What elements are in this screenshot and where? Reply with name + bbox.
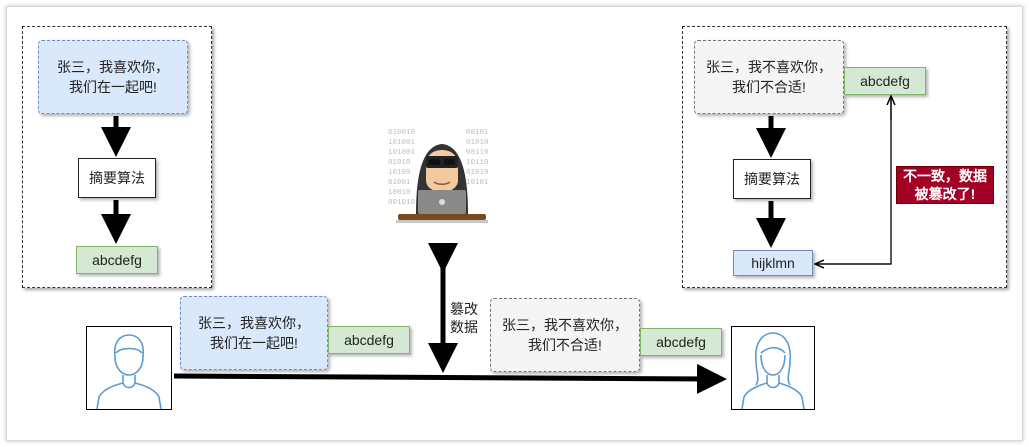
receiver-person-icon bbox=[731, 326, 815, 410]
sender-person-icon bbox=[86, 326, 172, 410]
binary-left-8: 001010 bbox=[388, 199, 416, 207]
binary-right-1: 00101 bbox=[466, 129, 489, 137]
compare-connector bbox=[815, 98, 892, 265]
binary-right-4: 10110 bbox=[466, 159, 489, 167]
hacker-icon: 010010 101001 101001 01010 10100 01001 1… bbox=[386, 122, 498, 226]
binary-right-5: 01010 bbox=[466, 169, 489, 177]
binary-left-5: 10100 bbox=[388, 169, 411, 177]
sender-digest-value: abcdefg bbox=[76, 246, 158, 274]
binary-left-1: 010010 bbox=[388, 129, 416, 137]
binary-left-2: 101001 bbox=[388, 139, 416, 147]
transfer-arrow bbox=[173, 363, 727, 394]
binary-left-4: 01010 bbox=[388, 159, 411, 167]
receiver-computed-digest: hijklmn bbox=[733, 250, 813, 276]
binary-right-6: 10101 bbox=[466, 179, 489, 187]
tampered-message: 张三，我不喜欢你， 我们不合适! bbox=[490, 298, 640, 372]
sent-digest: abcdefg bbox=[328, 326, 410, 354]
binary-left-3: 101001 bbox=[388, 149, 416, 157]
tamper-alert-label: 不一致，数据 被篡改了! bbox=[896, 166, 994, 204]
binary-right-2: 01010 bbox=[466, 139, 489, 147]
hacker-binary-background: 010010 101001 101001 01010 10100 01001 1… bbox=[388, 129, 489, 207]
receiver-received-digest: abcdefg bbox=[844, 67, 926, 95]
receiver-digest-algorithm: 摘要算法 bbox=[733, 159, 811, 199]
tampered-digest: abcdefg bbox=[640, 328, 722, 356]
binary-left-7: 10010 bbox=[388, 189, 411, 197]
binary-left-6: 01001 bbox=[388, 179, 411, 187]
receiver-received-message: 张三，我不喜欢你， 我们不合适! bbox=[694, 40, 844, 114]
sender-digest-algorithm: 摘要算法 bbox=[78, 158, 156, 198]
sent-message: 张三，我喜欢你， 我们在一起吧! bbox=[180, 296, 328, 370]
sender-original-message: 张三，我喜欢你， 我们在一起吧! bbox=[38, 40, 188, 114]
binary-right-3: 00110 bbox=[466, 149, 489, 157]
